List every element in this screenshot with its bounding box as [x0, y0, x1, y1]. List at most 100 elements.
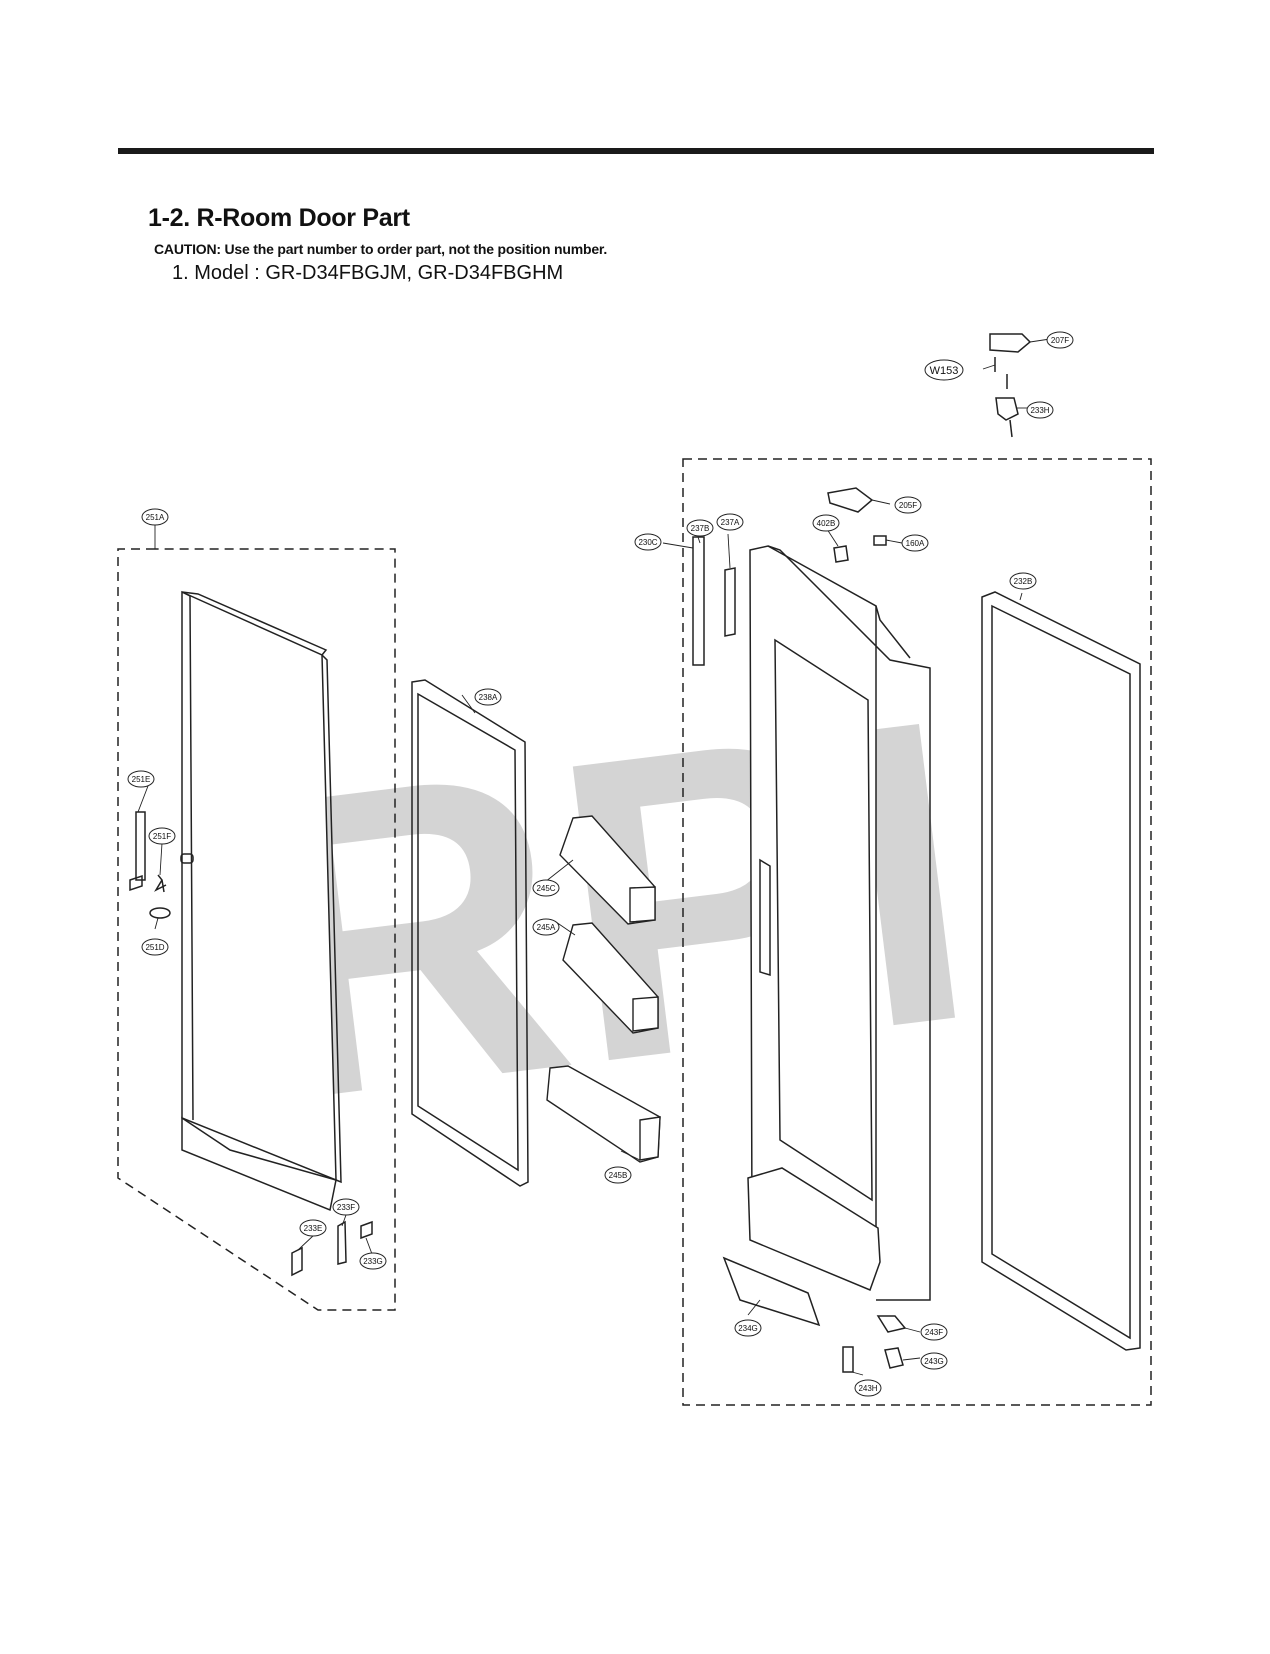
callout-251E	[127, 770, 155, 788]
part-251D-cap	[149, 907, 171, 919]
callout-237B	[686, 519, 714, 537]
callout-233G	[359, 1252, 387, 1270]
outer-door-side	[321, 654, 342, 1184]
dispenser-housing	[747, 1167, 881, 1291]
label-251A: 251A	[146, 513, 165, 522]
part-243F-bracket	[876, 1315, 907, 1333]
callout-251F	[148, 827, 176, 845]
label-243G: 243G	[924, 1357, 944, 1366]
callout-233E	[299, 1219, 327, 1237]
inner-door-handle-slot	[759, 858, 771, 977]
part-233G-clip	[360, 1220, 373, 1240]
outer-door-top-cap	[181, 591, 328, 656]
model-line: 1. Model : GR-D34FBGJM, GR-D34FBGHM	[172, 262, 564, 284]
callout-207F	[1046, 331, 1074, 349]
label-234G: 234G	[738, 1324, 758, 1333]
callout-243F	[920, 1323, 948, 1341]
label-402B: 402B	[817, 519, 836, 528]
label-245A: 245A	[537, 923, 556, 932]
bin-245C-front	[629, 886, 656, 923]
part-233E-block	[291, 1246, 303, 1277]
label-W153: W153	[930, 365, 959, 377]
outer-door-edge	[181, 591, 194, 1121]
part-233H-pin	[1009, 419, 1013, 438]
inner-door-window	[774, 638, 873, 1202]
label-245B: 245B	[609, 1171, 628, 1180]
inner-door-boundary	[682, 458, 1152, 1406]
callout-245B	[604, 1166, 632, 1184]
callout-243H	[854, 1379, 882, 1397]
label-243F: 243F	[925, 1328, 943, 1337]
label-205F: 205F	[899, 501, 917, 510]
callout-233F	[332, 1198, 360, 1216]
label-245C: 245C	[536, 884, 555, 893]
part-237B-strip	[692, 536, 705, 666]
door-gasket-232B	[981, 591, 1141, 1351]
label-160A: 160A	[906, 539, 925, 548]
callout-238A	[474, 688, 502, 706]
label-251E: 251E	[132, 775, 151, 784]
outer-door-bottom-cap	[181, 1116, 337, 1212]
part-207F-hinge-cap	[989, 333, 1032, 353]
label-237A: 237A	[721, 518, 740, 527]
part-251F-pin	[154, 874, 167, 893]
callout-402B	[812, 514, 840, 532]
label-233F: 233F	[337, 1203, 355, 1212]
label-233E: 233E	[304, 1224, 323, 1233]
header-rule	[118, 148, 1154, 154]
door-gasket-238A	[411, 679, 529, 1187]
outer-door-boundary	[117, 548, 396, 1311]
label-251D: 251D	[145, 943, 164, 952]
page-title: 1-2. R-Room Door Part	[148, 204, 410, 232]
part-251E-foot	[129, 874, 143, 892]
inner-door-top-edge	[875, 605, 911, 659]
label-243H: 243H	[858, 1384, 877, 1393]
callout-234G	[734, 1319, 762, 1337]
callout-160A	[901, 534, 929, 552]
callout-205F	[894, 496, 922, 514]
callout-W153	[924, 359, 964, 381]
callout-230C	[634, 533, 662, 551]
part-233F-bracket	[337, 1220, 347, 1265]
part-251E-bracket	[135, 811, 146, 881]
label-230C: 230C	[638, 538, 657, 547]
callout-233H	[1026, 401, 1054, 419]
callout-245A	[532, 918, 560, 936]
inner-door-frame	[749, 545, 877, 1276]
part-243H-pin	[842, 1346, 854, 1373]
callout-237A	[716, 513, 744, 531]
label-237B: 237B	[691, 524, 710, 533]
part-205F-cover	[827, 487, 874, 513]
callout-243G	[920, 1352, 948, 1370]
callout-labels: 251A 251E 251F 251D 238A 245C 245A 245B …	[132, 336, 1070, 1393]
part-160A-pad	[873, 535, 887, 546]
part-243G-hinge	[884, 1347, 904, 1369]
part-233H-hinge	[995, 397, 1019, 421]
inner-door-group	[682, 333, 1152, 1406]
label-251F: 251F	[153, 832, 171, 841]
outer-door-latch	[180, 853, 194, 864]
door-bins	[546, 815, 661, 1163]
label-233H: 233H	[1030, 406, 1049, 415]
label-238A: 238A	[479, 693, 498, 702]
bin-245A-front	[632, 996, 659, 1032]
outer-door-group	[117, 548, 396, 1311]
outer-door-panel	[181, 590, 337, 1182]
part-402B-block	[833, 545, 849, 563]
callout-251D	[141, 938, 169, 956]
label-233G: 233G	[363, 1257, 383, 1266]
callout-bubbles	[127, 331, 1074, 1397]
label-207F: 207F	[1051, 336, 1069, 345]
callout-232B	[1009, 572, 1037, 590]
door-gasket-232B-inner	[991, 604, 1131, 1340]
callout-245C	[532, 879, 560, 897]
caution-note: CAUTION: Use the part number to order pa…	[154, 241, 608, 257]
bin-245B-front	[639, 1116, 661, 1161]
label-232B: 232B	[1014, 577, 1033, 586]
part-W153-screws	[994, 357, 1008, 389]
callout-251A	[141, 508, 169, 526]
part-237A-hinge	[724, 567, 736, 637]
part-234G-trim	[722, 1256, 821, 1327]
inner-door-side	[767, 545, 931, 1301]
